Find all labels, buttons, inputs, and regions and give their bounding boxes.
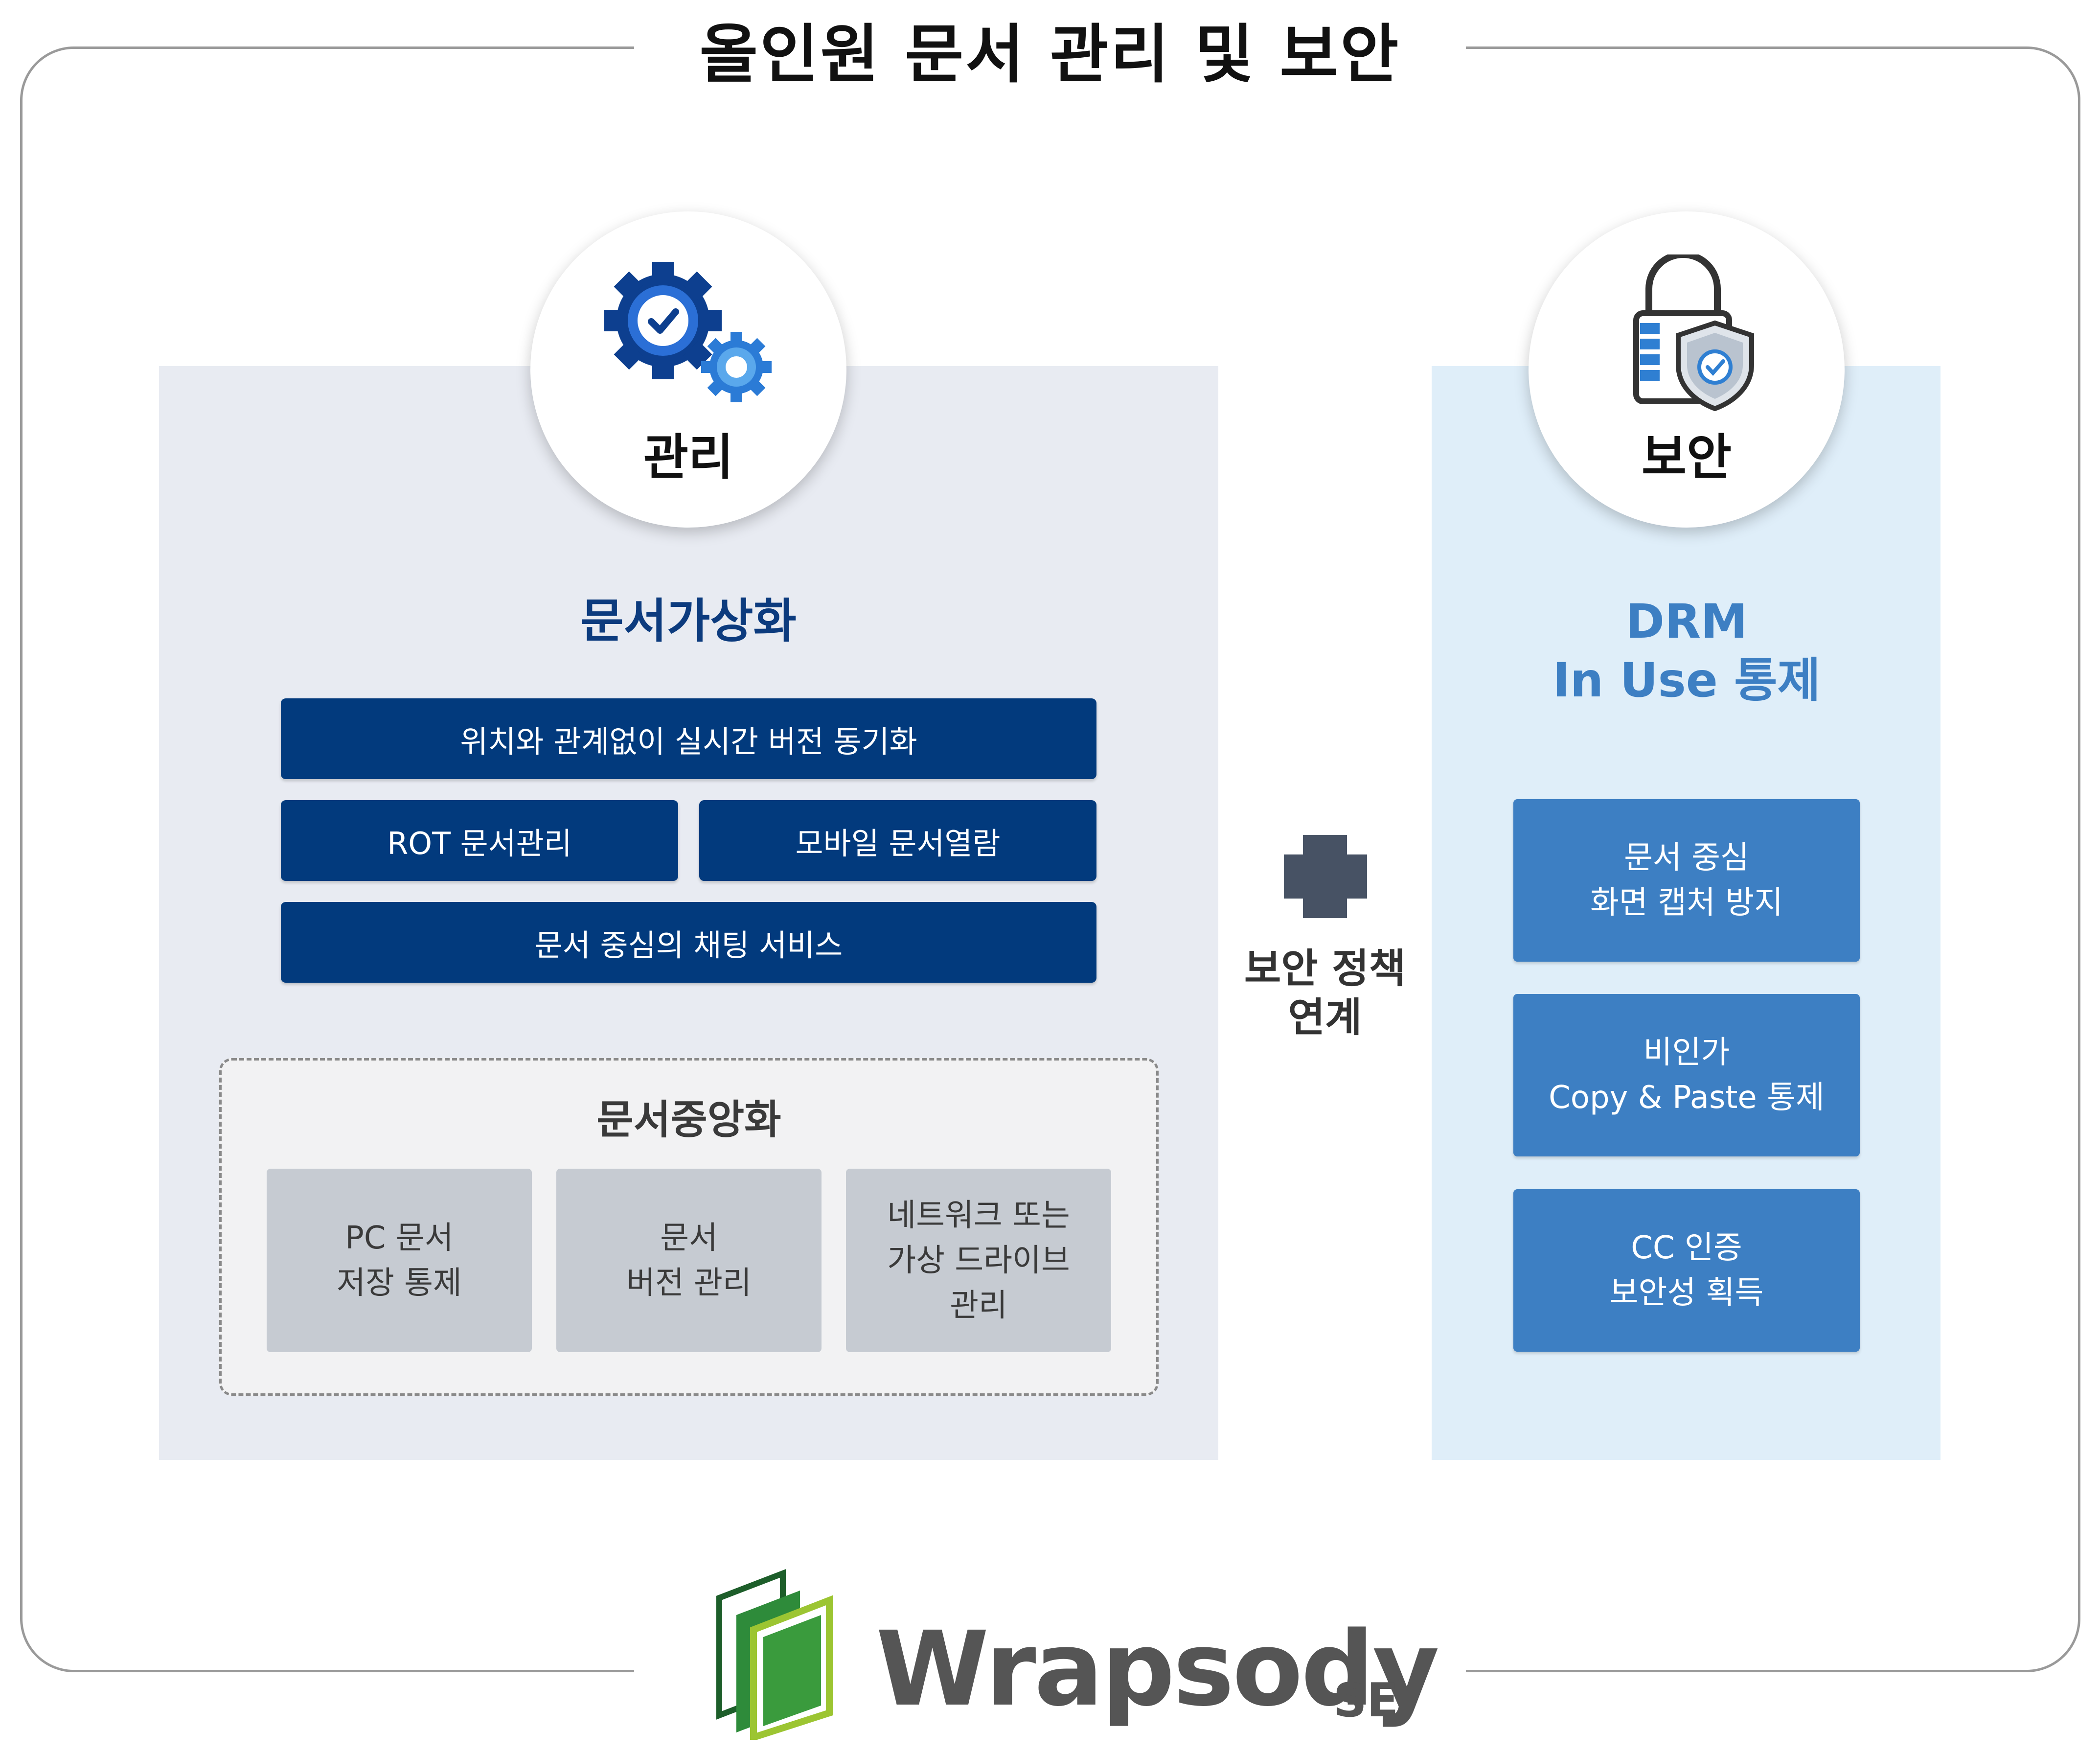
management-label: 관리 [643, 428, 733, 486]
wrapsody-logo-text: Wrapsody [876, 1609, 1439, 1729]
page-title: 올인원 문서 관리 및 보안 [699, 17, 1401, 92]
security-feature-line: 화면 캡처 방지 [1590, 885, 1783, 921]
title-background [634, 0, 1466, 98]
central-feature-line: 저장 통제 [337, 1265, 462, 1301]
plus-icon-bar [1284, 854, 1367, 899]
wrapsody-logo-suffix: SE [1333, 1674, 1399, 1728]
central-feature-network-drive: 네트워크 또는 가상 드라이브 관리 [846, 1169, 1111, 1352]
central-feature-version: 문서 버전 관리 [556, 1169, 822, 1352]
lock-shield-icon [1633, 254, 1754, 411]
wrapsody-logo-icon [716, 1569, 833, 1740]
drm-heading-line: DRM [1625, 594, 1748, 649]
central-feature-line: 문서 [660, 1220, 718, 1256]
feature-document-chat: 문서 중심의 채팅 서비스 [281, 902, 1096, 983]
feature-rot-management: ROT 문서관리 [281, 800, 678, 881]
drm-heading: DRM In Use 통제 [1529, 590, 1845, 712]
security-feature-line: CC 인증 [1631, 1230, 1742, 1266]
centralization-heading: 문서중앙화 [596, 1096, 781, 1143]
central-feature-line: PC 문서 [345, 1220, 454, 1256]
gears-icon [604, 262, 772, 402]
management-circle [530, 211, 846, 528]
security-feature-line: 비인가 [1643, 1035, 1730, 1071]
central-feature-line: 관리 [950, 1287, 1007, 1324]
drm-heading-line: In Use 통제 [1552, 653, 1821, 708]
policy-link-line: 연계 [1288, 994, 1362, 1041]
security-label: 보안 [1642, 428, 1732, 486]
security-feature-line: 문서 중심 [1624, 840, 1749, 876]
feature-capture-prevention: 문서 중심 화면 캡처 방지 [1513, 799, 1860, 962]
central-feature-line: 가상 드라이브 [887, 1242, 1070, 1279]
security-feature-line: Copy & Paste 통제 [1549, 1080, 1825, 1116]
feature-cc-certification: CC 인증 보안성 획득 [1513, 1189, 1860, 1352]
policy-link-line: 보안 정책 [1244, 946, 1406, 992]
security-feature-line: 보안성 획득 [1609, 1275, 1764, 1311]
policy-link-caption: 보안 정책 연계 [1227, 940, 1423, 1047]
central-feature-line: 버전 관리 [626, 1265, 752, 1301]
feature-realtime-sync: 위치와 관계없이 실시간 버전 동기화 [281, 698, 1096, 779]
feature-mobile-viewing: 모바일 문서열람 [699, 800, 1096, 881]
central-feature-line: 네트워크 또는 [887, 1197, 1070, 1234]
central-feature-pc-storage: PC 문서 저장 통제 [267, 1169, 532, 1352]
feature-copy-paste-control: 비인가 Copy & Paste 통제 [1513, 994, 1860, 1156]
virtualization-heading: 문서가상화 [580, 593, 797, 648]
